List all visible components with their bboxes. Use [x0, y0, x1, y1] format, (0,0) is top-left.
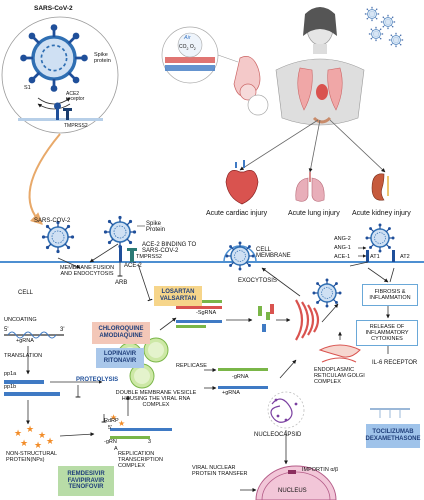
- svg-text:★: ★: [38, 430, 46, 440]
- proteolysis-label: PROTEOLYSIS: [76, 377, 119, 383]
- spike-protein-label: Spike protein: [94, 52, 111, 64]
- air-label: Air: [184, 35, 191, 41]
- nucleus-label: NUCLEUS: [278, 488, 307, 494]
- svg-text:★: ★: [110, 413, 117, 422]
- bronchi-icon: [233, 56, 269, 116]
- svg-text:★: ★: [20, 438, 28, 448]
- spike-protein-entry-label: Spike Protein: [146, 221, 166, 234]
- rdrp-label: RdRP: [104, 418, 119, 424]
- zoom-connector: [28, 133, 61, 225]
- raas-virus: [364, 222, 396, 254]
- pp1b-bar: [4, 392, 60, 396]
- nucleus-icon: [255, 465, 337, 500]
- exocytosis-virus: [223, 240, 257, 272]
- lung-injury-label: Acute lung injury: [288, 210, 340, 217]
- arb-label: ARB: [115, 280, 128, 286]
- ace2-receptor-icon: [54, 102, 61, 120]
- heart-icon: [225, 160, 259, 205]
- nsp-label: NON-STRUCTURAL PROTEIN(NPs): [6, 451, 57, 463]
- ang2-label: ANG-2: [334, 236, 351, 242]
- three-prime-label: 3': [60, 327, 65, 333]
- cardiac-injury-label: Acute cardiac injury: [206, 210, 268, 217]
- ang1-label: ANG-1: [334, 245, 351, 251]
- co2-label: CO: [179, 44, 187, 50]
- nuclear-transfer-label: VIRAL NUCLEAR PROTEIN TRANSFER: [192, 465, 248, 477]
- cell-label: CELL: [18, 290, 34, 296]
- svg-text:★: ★: [118, 419, 125, 428]
- lungs-icon: [295, 172, 325, 202]
- rtc-label: REPLICATION TRANSCRIPTION COMPLEX: [118, 451, 163, 469]
- s1-label: S1: [24, 85, 31, 91]
- o2-label: O: [189, 44, 194, 50]
- replicase-bars: [218, 368, 268, 389]
- pp1a-bar: [4, 380, 44, 384]
- sars-cov-2-virus-large: [18, 22, 90, 94]
- ace2-binding-icon: [119, 246, 137, 262]
- tmprss2-icon: [63, 108, 72, 120]
- patient-figure: [275, 7, 365, 126]
- at2-label: AT2: [400, 254, 410, 260]
- a-label: A: [114, 446, 118, 452]
- nucleocapsid-icon: [267, 391, 305, 429]
- ace1-label: ACE-1: [334, 254, 351, 260]
- binding-virus: [103, 215, 137, 249]
- ace2-label: ACE-2: [124, 263, 142, 269]
- plus-grna2-label: +gRNA: [222, 390, 240, 396]
- virus-inset: [1, 16, 119, 134]
- pp1a-label: pp1a: [4, 371, 17, 377]
- rtc-five-prime: 5': [108, 425, 113, 431]
- replicase-label: REPLICASE: [176, 363, 207, 369]
- plus-grna-label: +gRNA: [16, 338, 34, 344]
- sgrna-label: -SgRNA: [196, 310, 217, 316]
- minus-grn-label: -gRN: [104, 439, 117, 445]
- remdesivir-drug-box: REMDESIVIR FAVIPIRAVIR TENOFOVIR: [58, 466, 114, 496]
- importin-label: IMPORTIN α/β: [302, 467, 339, 473]
- uncoating-label: UNCOATING: [4, 317, 37, 323]
- virus-particles-icon: [364, 6, 404, 48]
- losartan-drug-box: LOSARTAN VALSARTAN: [154, 286, 202, 306]
- pp1b-label: pp1b: [4, 384, 17, 390]
- five-prime-label: 5': [4, 327, 9, 333]
- virus-title: SARS-CoV-2: [34, 5, 73, 12]
- svg-text:★: ★: [14, 428, 22, 438]
- svg-text:★: ★: [34, 440, 42, 450]
- endoplasmic-reticulum-icon: [318, 331, 361, 363]
- exocytosis-label: EXOCYTOSIS: [238, 278, 277, 284]
- three-label: 3: [148, 439, 152, 445]
- kidney-icon: [371, 173, 389, 201]
- genomic-rna: [4, 331, 64, 339]
- lopinavir-drug-box: LOPINAVIR RITONAVIR: [96, 348, 144, 368]
- entry-virus: [41, 220, 75, 254]
- gas-exchange-label: CO2 O2: [179, 44, 196, 51]
- tocilizumab-drug-box: TOCILIZUMAB DEXAMETHASONE: [366, 424, 421, 448]
- at1-label: AT1: [370, 254, 380, 260]
- translated-proteins: [258, 304, 274, 332]
- minus-grna-label: -gRNA: [232, 374, 249, 380]
- translation-label: TRANSLATION: [4, 353, 43, 359]
- ace2-receptor-label: ACE2 receptor: [66, 91, 85, 103]
- cytokine-release-box: RELEASE OF INFLAMMATORY CYTOKINES: [356, 320, 418, 346]
- cell-membrane-label: CELL MEMBRANE: [256, 247, 291, 260]
- nsp-stars: ★★★ ★★★: [14, 424, 54, 450]
- svg-text:★: ★: [46, 436, 54, 446]
- tmprss2-label: TMPRSS2: [136, 254, 162, 260]
- dmv-label: DOUBLE MEMBRANE VESICLE HOUSING THE VIRA…: [115, 390, 197, 408]
- il6-receptor-icon: [370, 408, 410, 418]
- tmprss2-top-label: TMPRSS2: [64, 123, 88, 129]
- svg-text:★: ★: [26, 424, 34, 434]
- er-golgi-label: ENDOPLASMIC RETICULAM GOLGI COMPLEX: [314, 367, 365, 385]
- fibrosis-box: FIBROSIS & INFLAMMATION: [362, 284, 418, 306]
- nucleocapsid-label: NUCLEOCAPSID: [254, 432, 302, 438]
- rtc-complex: ★ ★: [110, 413, 172, 439]
- alveoli-inset: [161, 26, 219, 84]
- ace2-binding-label: ACE-2 BINDING TO SARS-COV-2: [142, 242, 197, 255]
- golgi-icon: [295, 299, 320, 341]
- entry-virus-label: SARS-COV-2: [34, 218, 71, 224]
- il6-receptor-label: IL-6 RECEPTOR: [372, 360, 418, 366]
- chloroquine-drug-box: CHLOROQUINE AMODIAQUINE: [92, 322, 150, 344]
- assembled-virus: [311, 277, 343, 309]
- membrane-fusion-label: MEMBRANE FUSION AND ENDOCYTOSIS: [59, 265, 115, 277]
- kidney-injury-label: Acute kidney injury: [352, 210, 411, 217]
